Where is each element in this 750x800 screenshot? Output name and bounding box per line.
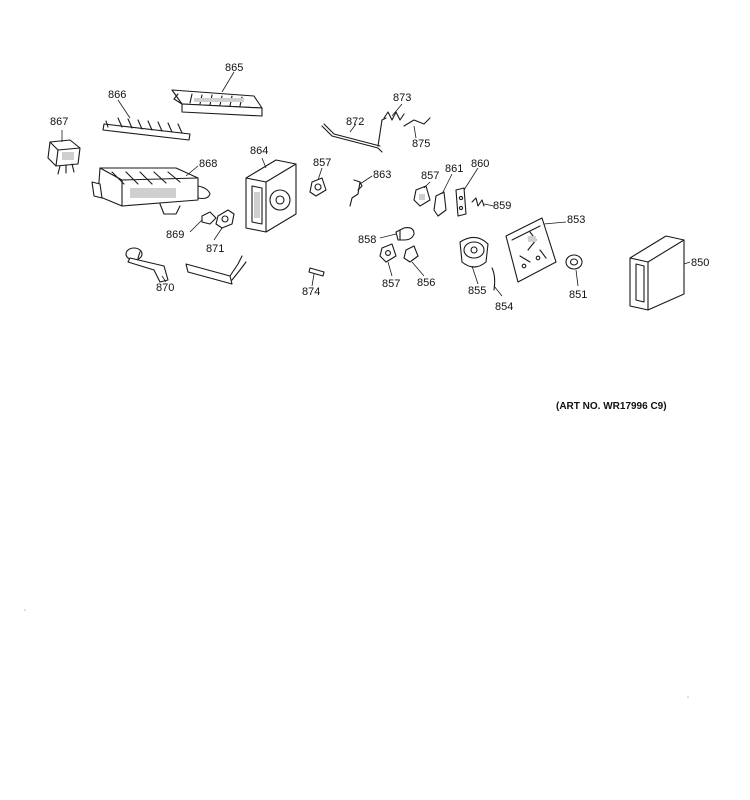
callout-851: 851	[569, 289, 587, 301]
part-853-board	[505, 217, 557, 283]
part-870-fill-tube	[125, 247, 169, 283]
part-851-grommet	[565, 254, 583, 270]
part-875-clip	[403, 117, 431, 127]
part-850-cover	[629, 235, 685, 311]
scan-speck	[687, 696, 689, 698]
part-854-wire	[491, 267, 496, 291]
callout-865: 865	[225, 62, 243, 74]
callout-874: 874	[302, 286, 320, 298]
part-867-thermostat	[47, 139, 81, 175]
part-866-ejector	[102, 117, 191, 141]
callout-861: 861	[445, 163, 463, 175]
part-855-motor	[459, 236, 489, 268]
part-856-connector	[403, 245, 419, 263]
part-858-bulb	[395, 227, 415, 241]
callout-872: 872	[346, 116, 364, 128]
callout-867: 867	[50, 116, 68, 128]
callout-856: 856	[417, 277, 435, 289]
callout-868: 868	[199, 158, 217, 170]
scan-speck	[24, 609, 26, 611]
callout-866: 866	[108, 89, 126, 101]
callout-859: 859	[493, 200, 511, 212]
part-861-plate	[433, 191, 447, 217]
part-869-clip	[201, 211, 217, 225]
callout-857b: 857	[421, 170, 439, 182]
part-859-spring	[471, 197, 485, 207]
callout-873: 873	[393, 92, 411, 104]
callout-853: 853	[567, 214, 585, 226]
callout-864: 864	[250, 145, 268, 157]
part-857-switch-b	[413, 185, 431, 207]
callout-858: 858	[358, 234, 376, 246]
callout-875: 875	[412, 138, 430, 150]
part-860-bracket	[455, 187, 467, 217]
part-868-mold	[91, 167, 211, 215]
callout-870: 870	[156, 282, 174, 294]
part-873-spring	[383, 111, 405, 121]
part-857-switch-c	[379, 243, 397, 263]
part-857-switch-a	[309, 177, 327, 197]
callout-855: 855	[468, 285, 486, 297]
part-870-heater-cable	[185, 255, 247, 285]
callout-869: 869	[166, 229, 184, 241]
callout-857a: 857	[313, 157, 331, 169]
art-number: (ART NO. WR17996 C9)	[556, 401, 667, 412]
callout-854: 854	[495, 301, 513, 313]
callout-871: 871	[206, 243, 224, 255]
part-871-gear	[215, 209, 235, 229]
part-865-cover	[171, 89, 263, 117]
callout-863: 863	[373, 169, 391, 181]
part-874-fuse	[308, 267, 325, 277]
callout-850: 850	[691, 257, 709, 269]
callout-857c: 857	[382, 278, 400, 290]
part-864-housing	[245, 159, 297, 233]
leader-lines	[61, 71, 691, 297]
callout-860: 860	[471, 158, 489, 170]
part-872-arm	[321, 117, 387, 153]
